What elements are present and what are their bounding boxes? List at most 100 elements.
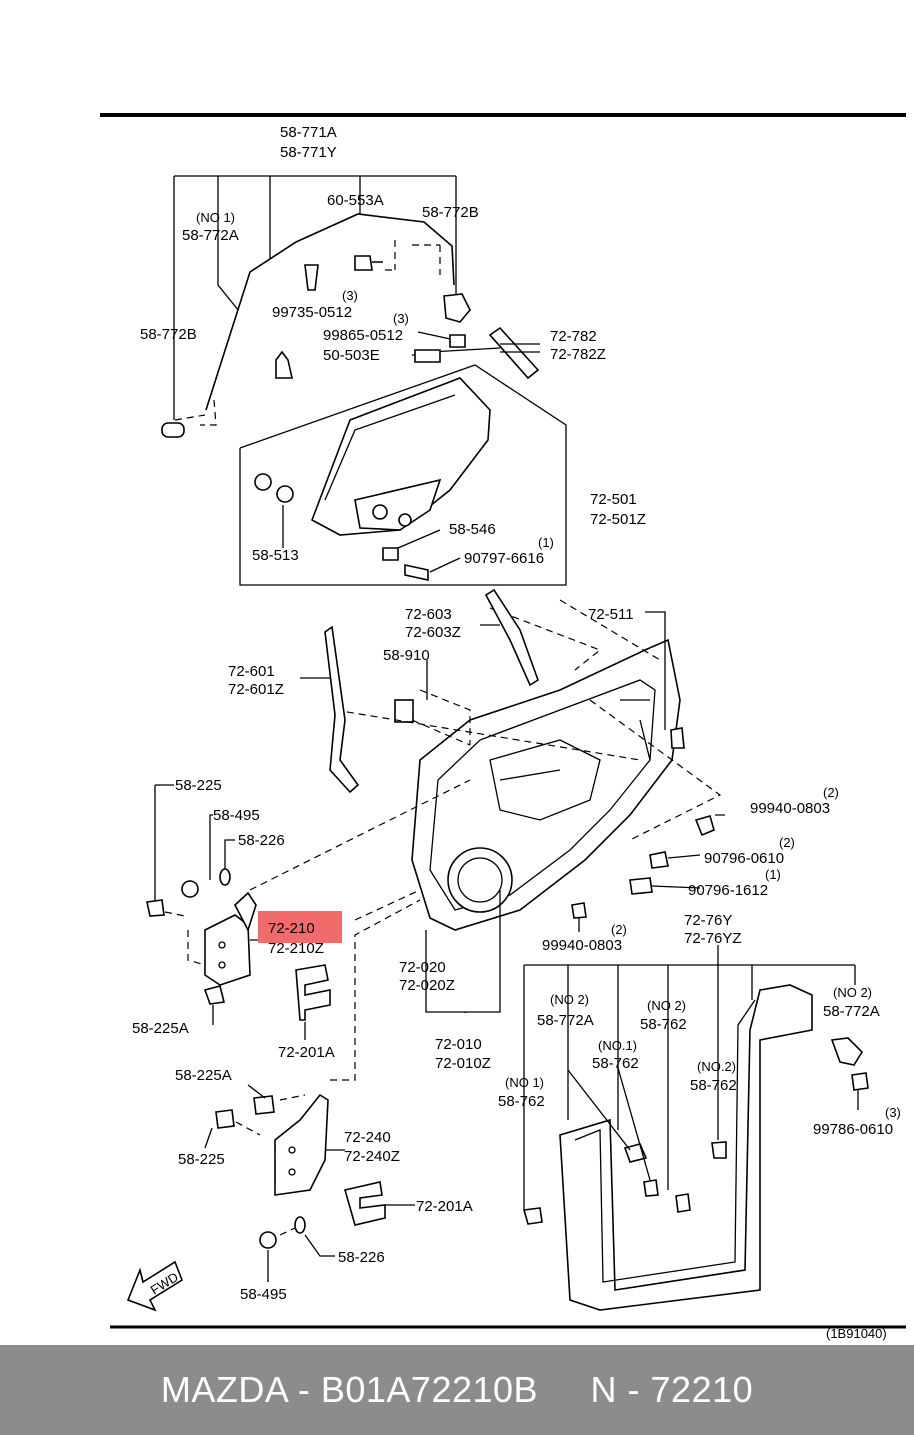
label-no2-d: (NO.2) <box>697 1059 736 1074</box>
label-72-76y: 72-76Y <box>684 912 732 929</box>
label-58-513: 58-513 <box>252 547 299 564</box>
washer-58-226-lower <box>294 1216 306 1234</box>
fastener-58-772b <box>161 422 185 438</box>
label-qty2-c: (2) <box>611 922 627 937</box>
label-58-762-c: 58-762 <box>498 1093 545 1110</box>
bolt-90796-1612 <box>629 877 653 895</box>
label-72-603: 72-603 <box>405 606 452 623</box>
highlight-box <box>258 911 342 943</box>
label-72-010: 72-010 <box>435 1036 482 1053</box>
label-qty2-a: (2) <box>823 785 839 800</box>
label-qty2-b: (2) <box>779 835 795 850</box>
label-58-225-bot: 58-225 <box>178 1151 225 1168</box>
label-60-553a: 60-553A <box>327 192 384 209</box>
label-58-226-bot: 58-226 <box>338 1249 385 1266</box>
clip-58-772a <box>275 350 293 379</box>
label-58-762-b: 58-762 <box>592 1055 639 1072</box>
clip-58-762-no2b <box>711 1141 727 1159</box>
clip-58-762-no2 <box>675 1193 691 1213</box>
label-58-772b-top: 58-772B <box>422 204 479 221</box>
label-no1-c: (NO 1) <box>505 1075 544 1090</box>
label-72-601z: 72-601Z <box>228 681 284 698</box>
label-99940-0803-a: 99940-0803 <box>750 800 830 817</box>
label-72-501: 72-501 <box>590 491 637 508</box>
label-58-495-top: 58-495 <box>213 807 260 824</box>
label-qty3-b: (3) <box>393 311 409 326</box>
label-72-782: 72-782 <box>550 328 597 345</box>
label-58-495-bot: 58-495 <box>240 1286 287 1303</box>
hinge-72-240 <box>274 1093 329 1196</box>
weatherstrip-group <box>522 945 869 1311</box>
lower-hinge-group <box>204 1084 415 1282</box>
bracket-72-603 <box>484 588 539 687</box>
label-72-501z: 72-501Z <box>590 511 646 528</box>
washer-58-226-upper <box>219 868 231 886</box>
hinge-72-210 <box>204 914 251 986</box>
door-glass-group <box>239 364 567 586</box>
label-72-601: 72-601 <box>228 663 275 680</box>
label-qty1-b: (1) <box>765 867 781 882</box>
labels: 58-771A 58-771Y 60-553A 58-772B (NO 1) 5… <box>132 124 901 1341</box>
screw-99865 <box>449 334 466 348</box>
label-no1-b: (NO.1) <box>598 1038 637 1053</box>
label-90797-6616: 90797-6616 <box>464 550 544 567</box>
label-99940-0803-b: 99940-0803 <box>542 937 622 954</box>
label-58-225a-mid: 58-225A <box>175 1067 232 1084</box>
bolt-58-495-upper <box>181 880 199 898</box>
label-no2-a: (NO 2) <box>550 992 589 1007</box>
diagram-code: (1B91040) <box>826 1326 887 1341</box>
label-72-240: 72-240 <box>344 1129 391 1146</box>
label-58-772a-top: 58-772A <box>182 227 239 244</box>
label-58-225a-top: 58-225A <box>132 1020 189 1037</box>
bolt-90797 <box>404 564 429 581</box>
label-58-762-d: 58-762 <box>690 1077 737 1094</box>
label-72-511: 72-511 <box>588 606 634 623</box>
label-72-201a-bot: 72-201A <box>416 1198 473 1215</box>
label-58-225-top: 58-225 <box>175 777 222 794</box>
bolt-50-503e <box>414 349 441 363</box>
parts-diagram: FWD 58-771A 58-771Y 60-553A 58-772B (NO … <box>100 113 906 1341</box>
label-58-771y: 58-771Y <box>280 144 337 161</box>
label-72-020: 72-020 <box>399 959 446 976</box>
label-58-910: 58-910 <box>383 647 430 664</box>
label-99735-0512: 99735-0512 <box>272 304 352 321</box>
fwd-arrow-group: FWD <box>126 1260 183 1312</box>
shim-72-201a-lower <box>343 1181 386 1226</box>
label-58-771a: 58-771A <box>280 124 337 141</box>
label-no2-c: (NO 2) <box>833 985 872 1000</box>
label-58-762-a: 58-762 <box>640 1016 687 1033</box>
label-58-772a-mid: 58-772A <box>537 1012 594 1029</box>
grommet-58-513 <box>254 473 272 491</box>
screw-99735 <box>304 264 319 291</box>
label-90796-0610: 90796-0610 <box>704 850 784 867</box>
label-58-546: 58-546 <box>449 521 496 538</box>
part-number-text: MAZDA - B01A72210B N - 72210 <box>160 1369 754 1410</box>
bracket-58-910 <box>394 699 414 723</box>
label-50-503e: 50-503E <box>323 347 380 364</box>
bolt-58-225-upper <box>146 899 165 917</box>
bolt-58-546 <box>382 547 399 561</box>
label-72-210: 72-210 <box>268 920 315 937</box>
nut-99940-b <box>571 902 587 919</box>
bolt-60-553a <box>354 255 383 271</box>
clip-58-772a-right <box>830 1037 864 1066</box>
bolt-99786 <box>851 1072 869 1091</box>
label-72-76yz: 72-76YZ <box>684 930 742 947</box>
label-72-240z: 72-240Z <box>344 1148 400 1165</box>
clip-72-511 <box>670 727 685 749</box>
label-72-020z: 72-020Z <box>399 977 455 994</box>
bolt-58-225a-upper <box>203 985 225 1005</box>
label-72-210z: 72-210Z <box>268 940 324 957</box>
label-no2-b: (NO 2) <box>647 998 686 1013</box>
label-72-603z: 72-603Z <box>405 624 461 641</box>
clip-58-772b <box>443 293 471 323</box>
bolt-58-495-lower <box>259 1231 277 1249</box>
bolt-90796-0610 <box>649 851 669 869</box>
label-72-782z: 72-782Z <box>550 346 606 363</box>
part-number-footer: MAZDA - B01A72210B N - 72210 <box>0 1345 914 1435</box>
guide-72-782 <box>412 326 540 380</box>
fwd-arrow-icon <box>126 1260 183 1312</box>
label-qty3-c: (3) <box>885 1105 901 1120</box>
bolt-58-225-lower <box>215 1109 235 1129</box>
nut-99940-a <box>694 815 715 837</box>
